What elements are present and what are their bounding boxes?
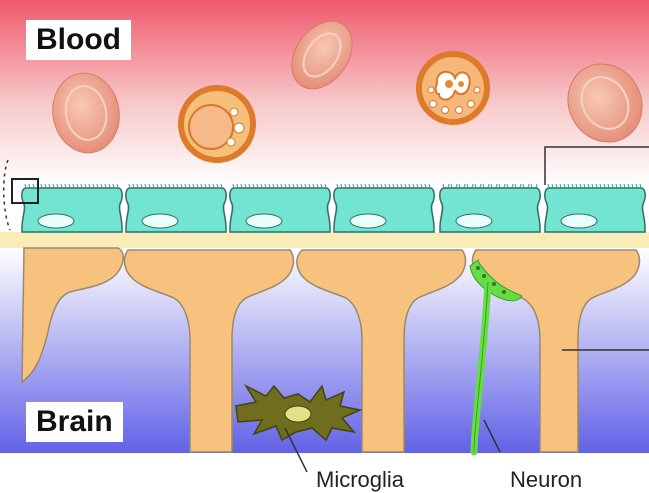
endothelial-cell <box>22 184 122 232</box>
basement-membrane <box>0 232 649 248</box>
endothelial-cell <box>334 184 434 232</box>
white-blood-cell <box>419 54 487 122</box>
endothelial-cell <box>545 184 645 232</box>
microglia-label: Microglia <box>316 467 404 493</box>
endothelial-cell <box>440 184 540 232</box>
brain-label: Brain <box>26 402 123 442</box>
endothelial-cell <box>126 184 226 232</box>
blood-label: Blood <box>26 20 131 60</box>
neuron-label: Neuron <box>510 467 582 493</box>
endothelial-layer <box>22 184 645 232</box>
endothelial-cell <box>230 184 330 232</box>
white-blood-cell <box>181 88 253 160</box>
